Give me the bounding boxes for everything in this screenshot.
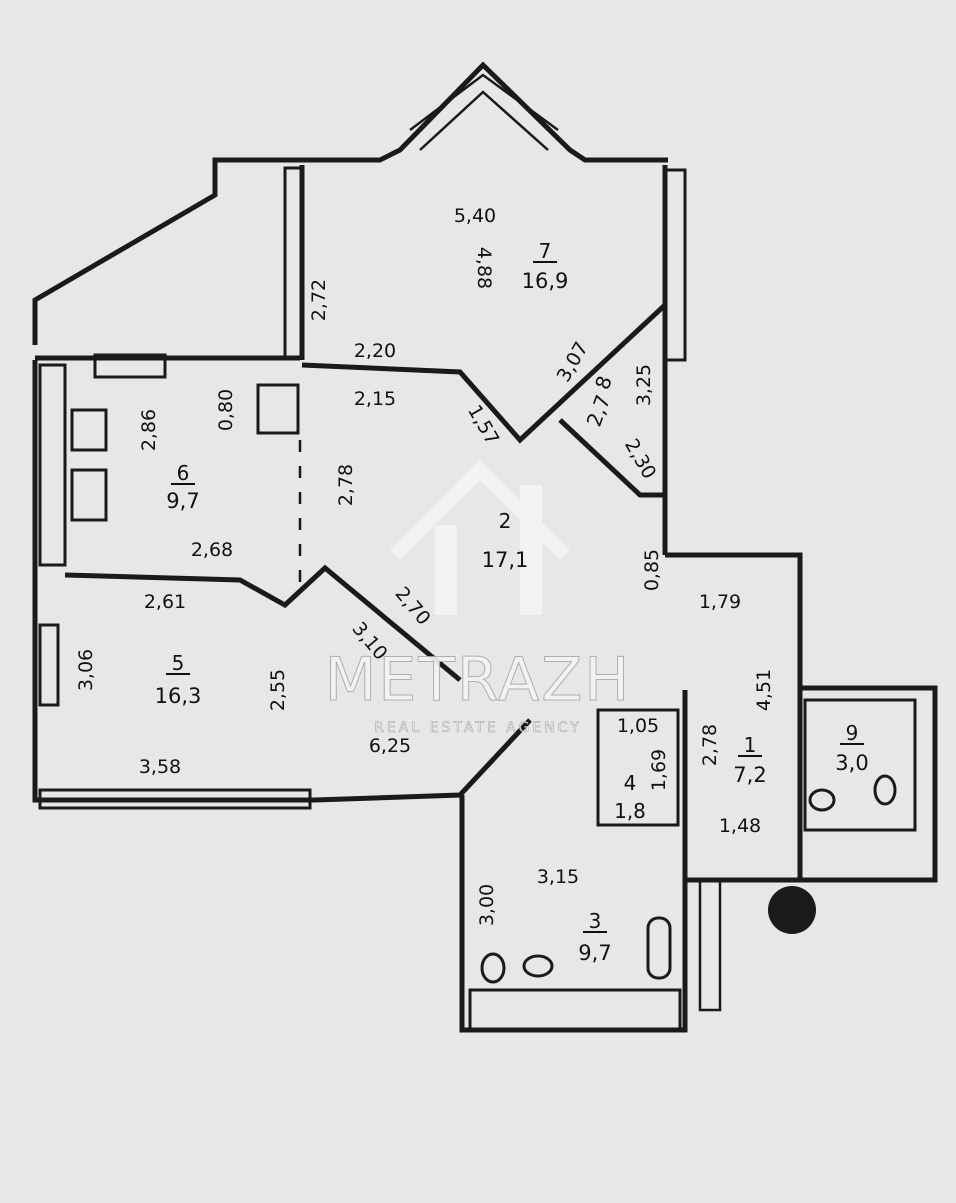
- dim-2-72: 2,72: [308, 279, 330, 321]
- room-9-wall: [797, 685, 938, 883]
- divider-room-6-5: [64, 564, 462, 682]
- window-bottom-room-5: [38, 788, 312, 810]
- dim-3-00: 3,00: [476, 884, 498, 926]
- door-frame: [698, 880, 722, 1012]
- watermark-tagline: REAL ESTATE AGENCY: [374, 720, 582, 736]
- room-5-area: 16,3: [155, 684, 202, 708]
- watermark-brand: METRAZH: [325, 645, 632, 715]
- riser-pipe: [768, 886, 816, 934]
- watermark-bar-1: [435, 525, 457, 615]
- bathtub: [646, 916, 672, 980]
- room-7-bottom-wall: [301, 303, 667, 444]
- dim-1-57: 1,57: [463, 401, 503, 449]
- dim-4-88: 4,88: [473, 247, 495, 289]
- sink: [70, 468, 108, 522]
- dim-2-15: 2,15: [354, 388, 396, 410]
- dim-5-40: 5,40: [454, 205, 496, 227]
- dim-2-78-b: 2,78: [699, 724, 721, 766]
- room-labels: 7 16,9 8 2,7 6 9,7 2 17,1 5 16,3 1 7,2 9…: [155, 239, 869, 965]
- stove: [70, 408, 108, 452]
- room-7-area: 16,9: [522, 269, 569, 293]
- dim-2-68: 2,68: [191, 539, 233, 561]
- room-5-number: 5: [172, 651, 185, 675]
- watermark: METRAZH REAL ESTATE AGENCY: [324, 460, 632, 736]
- dim-6-25: 6,25: [369, 735, 411, 757]
- dim-2-61: 2,61: [144, 591, 186, 613]
- room-6-number: 6: [177, 461, 190, 485]
- dimension-labels: 5,40 4,88 2,72 2,20 2,15 3,07 3,25 1,57 …: [75, 205, 775, 926]
- room-2-number: 2: [499, 509, 512, 533]
- room-8-number: 8: [590, 373, 617, 393]
- room-4-number: 4: [624, 771, 637, 795]
- room-2-area: 17,1: [482, 548, 529, 572]
- bay-window-glass: [409, 73, 559, 132]
- room-3-number: 3: [589, 909, 602, 933]
- corridor-right-wall: [680, 552, 803, 690]
- room-6-area: 9,7: [166, 489, 199, 513]
- washbasin-room-9: [808, 788, 836, 812]
- fridge: [256, 383, 300, 435]
- room-9-area: 3,0: [835, 751, 868, 775]
- window-room-6: [38, 363, 67, 567]
- toilet-room-9: [873, 774, 897, 806]
- dim-3-06: 3,06: [75, 649, 97, 691]
- dim-2-70: 2,70: [391, 583, 435, 630]
- room-8-area: 2,7: [582, 392, 615, 430]
- outer-left-wall: [32, 360, 315, 803]
- bay-window-glass-inner: [419, 90, 549, 151]
- bay-window-wall: [275, 61, 668, 163]
- watermark-bar-2: [520, 485, 542, 615]
- dim-3-58: 3,58: [139, 756, 181, 778]
- walls: [32, 61, 938, 1033]
- room-3-window: [468, 988, 682, 1032]
- dim-2-86: 2,86: [138, 409, 160, 451]
- window-room-5: [38, 623, 60, 707]
- dim-2-20: 2,20: [354, 340, 396, 362]
- room-1-area: 7,2: [733, 763, 766, 787]
- window-right-room-7: [663, 168, 687, 362]
- room-1-number: 1: [744, 733, 757, 757]
- room-4-wall: [596, 708, 680, 827]
- dim-1-05: 1,05: [617, 715, 659, 737]
- room-8-wall: [558, 418, 665, 498]
- dim-3-15: 3,15: [537, 866, 579, 888]
- dim-0-85: 0,85: [641, 549, 663, 591]
- dim-2-30: 2,30: [620, 435, 660, 483]
- room-9-inner: [803, 698, 917, 832]
- dim-4-51: 4,51: [753, 669, 775, 711]
- dim-1-79: 1,79: [699, 591, 741, 613]
- dim-1-48: 1,48: [719, 815, 761, 837]
- room-3-area: 9,7: [578, 941, 611, 965]
- toilet-room-3: [480, 952, 506, 984]
- washbasin: [522, 954, 554, 978]
- dim-1-69: 1,69: [648, 749, 670, 791]
- room-7-number: 7: [539, 239, 552, 263]
- balcony-wall: [32, 157, 275, 345]
- dim-3-25: 3,25: [633, 364, 655, 406]
- room-4-area: 1,8: [614, 799, 646, 823]
- window-top-room-6: [93, 353, 167, 379]
- dim-2-78-a: 2,78: [335, 464, 357, 506]
- dim-2-55: 2,55: [267, 669, 289, 711]
- dim-0-80: 0,80: [215, 389, 237, 431]
- room-9-number: 9: [846, 721, 859, 745]
